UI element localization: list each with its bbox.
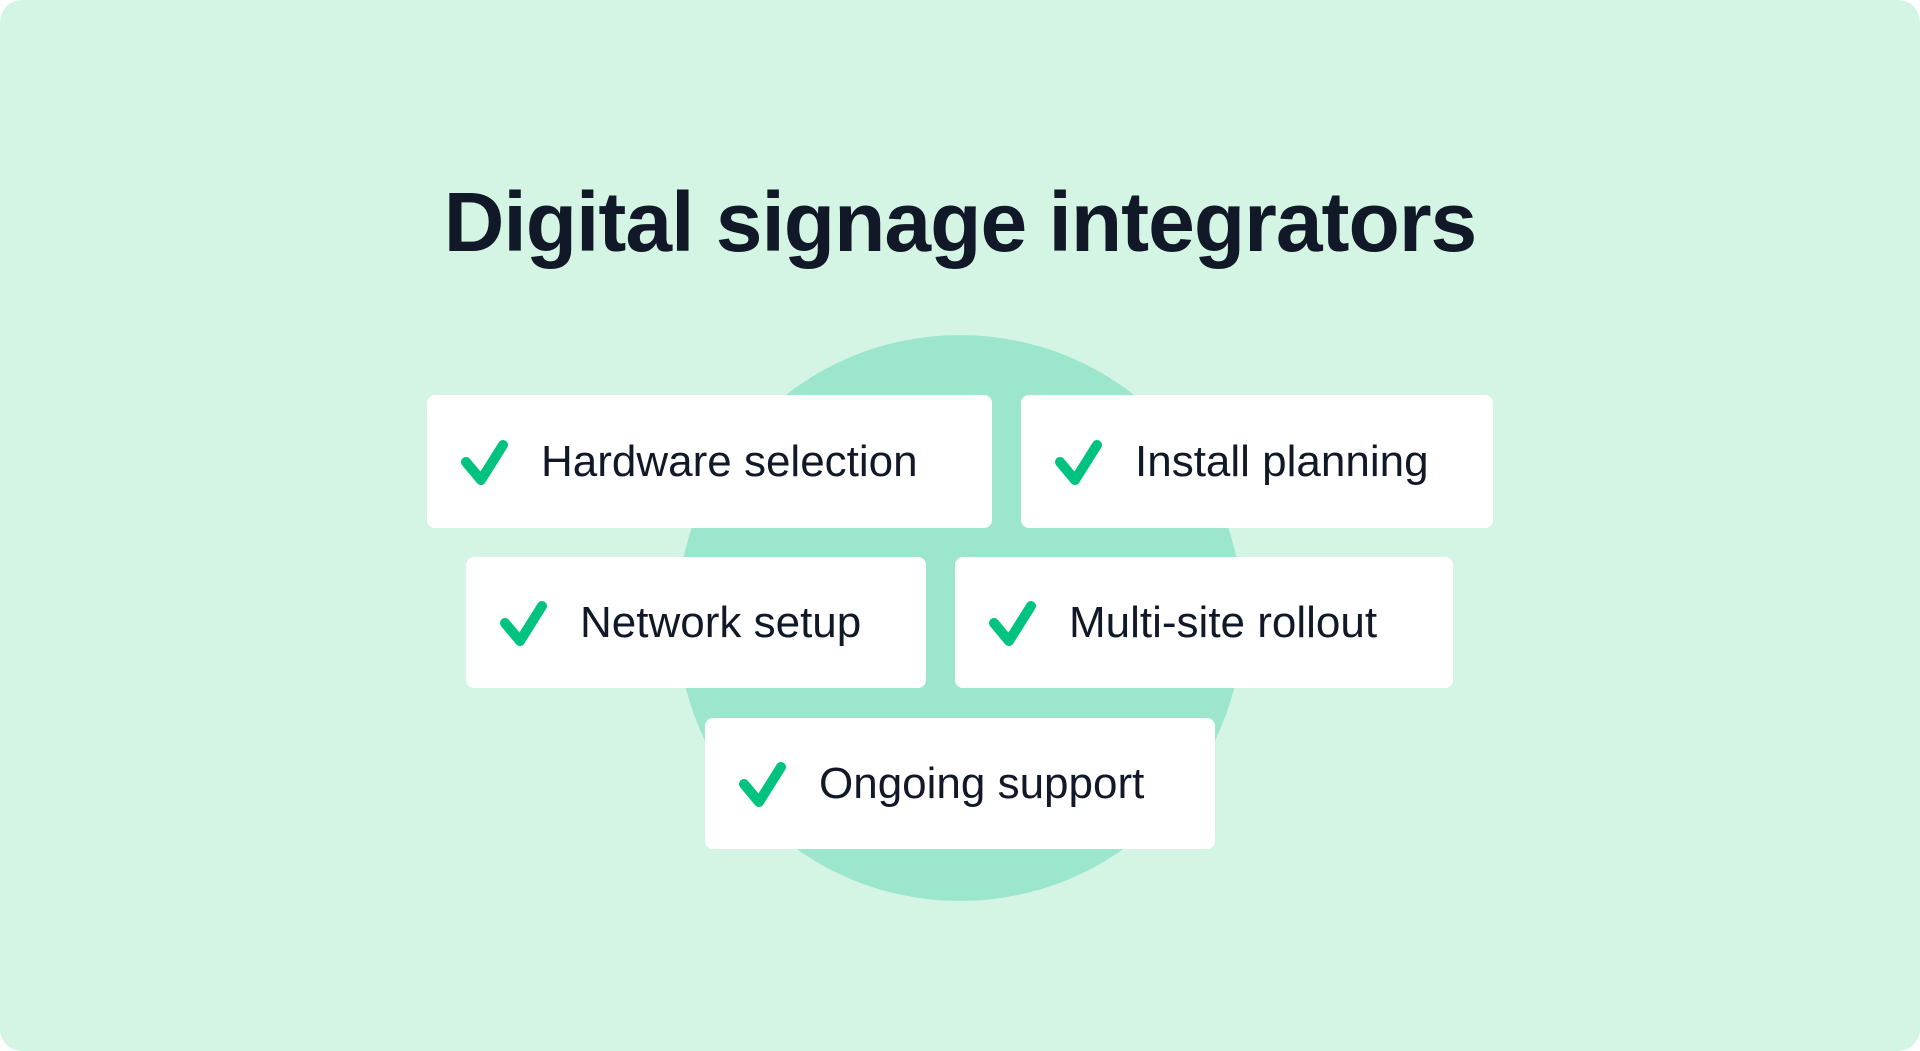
feature-label: Multi-site rollout (1069, 597, 1378, 647)
feature-card-install-planning: Install planning (1021, 395, 1493, 528)
check-icon (739, 761, 786, 807)
check-icon (461, 439, 508, 485)
page-title: Digital signage integrators (443, 175, 1478, 269)
feature-card-ongoing-support: Ongoing support (705, 718, 1215, 849)
feature-label: Network setup (580, 597, 862, 647)
feature-card-hardware-selection: Hardware selection (427, 395, 992, 528)
check-icon (1055, 439, 1102, 485)
feature-label: Ongoing support (819, 758, 1145, 808)
feature-card-multi-site-rollout: Multi-site rollout (955, 557, 1453, 688)
check-icon (989, 600, 1036, 646)
feature-label: Hardware selection (541, 436, 918, 486)
check-icon (500, 600, 547, 646)
feature-card-network-setup: Network setup (466, 557, 926, 688)
feature-label: Install planning (1135, 436, 1429, 486)
